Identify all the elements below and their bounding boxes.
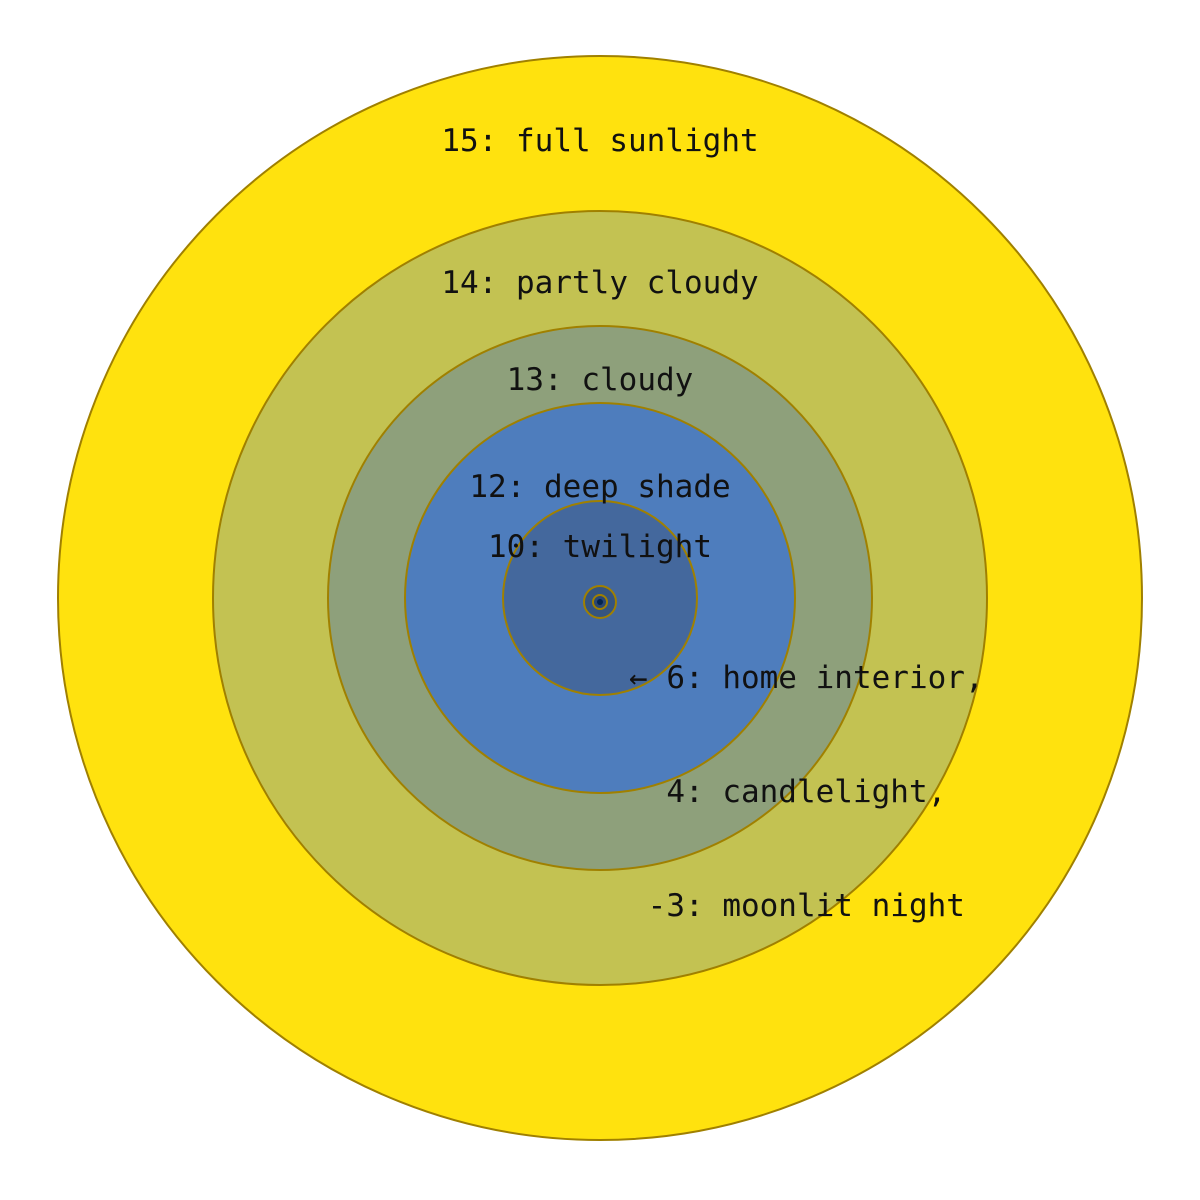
center-ev-neg3-dot [597,599,603,605]
center-annotation-line-2: 4: candlelight, [629,774,947,810]
ring-ev15-label: 15: full sunlight [441,123,759,159]
ring-ev12-label: 12: deep shade [469,469,731,505]
center-annotation-line-1: ← 6: home interior, [629,660,984,696]
ring-ev13-label: 13: cloudy [506,362,694,398]
ring-ev14-label: 14: partly cloudy [441,265,759,301]
center-annotation: ← 6: home interior, 4: candlelight, -3: … [629,583,984,1001]
ring-ev10-label: 10: twilight [488,529,712,565]
center-annotation-line-3: -3: moonlit night [629,888,965,924]
